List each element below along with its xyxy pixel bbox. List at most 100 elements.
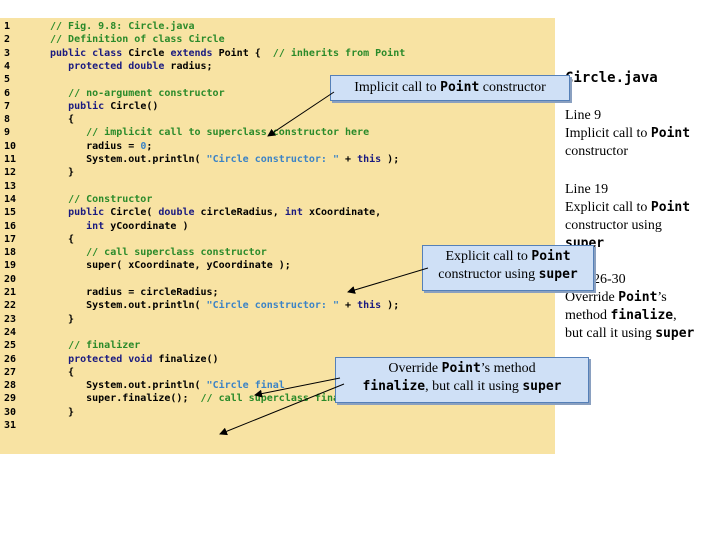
code-token: int [86, 220, 111, 232]
code-token: { [50, 114, 75, 126]
code-text: int yCoordinate ) [50, 220, 188, 233]
callout-explicit-call: Explicit call to Point constructor using… [422, 245, 594, 291]
arrow-explicit [347, 267, 429, 294]
code-line: 16 int yCoordinate ) [0, 220, 555, 233]
line-number: 2 [4, 34, 11, 46]
code-text: { [50, 113, 74, 126]
code-token: Circle() [110, 100, 159, 112]
code-token: // Constructor [68, 193, 153, 205]
code-text: radius = 0; [50, 140, 152, 153]
code-line: 8 { [0, 113, 555, 126]
code-text: // no-argument constructor [50, 87, 225, 100]
code-text: { [50, 366, 74, 379]
code-line: 22 System.out.println( "Circle construct… [0, 299, 555, 312]
arrow-override-1 [254, 377, 341, 398]
code-token: System.out.println( [50, 300, 207, 312]
code-token: public [68, 207, 111, 219]
code-token: "Circle constructor: " [206, 300, 339, 312]
code-token: super.finalize(); [50, 393, 201, 405]
code-token: ); [381, 154, 400, 165]
line-number: 20 [4, 273, 17, 285]
code-line: 20 [0, 273, 555, 286]
note-line9: Line 9 Implicit call to Point constructo… [565, 108, 691, 159]
line-number: 4 [4, 60, 11, 72]
line-number: 9 [4, 127, 11, 139]
code-token: Point { [218, 47, 273, 59]
code-line: 19 super( xCoordinate, yCoordinate ); [0, 259, 555, 272]
line-number: 3 [4, 47, 11, 59]
callout-override-finalize: Override Point’s method finalize, but ca… [335, 357, 589, 403]
code-text: // Fig. 9.8: Circle.java [50, 20, 195, 33]
code-token: { [50, 366, 75, 378]
note-line26: 26-30 Override Point’s method finalize, … [565, 272, 695, 341]
code-token: public [68, 100, 111, 112]
line-number: 28 [4, 380, 17, 392]
code-line: 3 public class Circle extends Point { // … [0, 47, 555, 60]
line-number: 26 [4, 353, 17, 365]
code-text: public Circle( double circleRadius, int … [50, 206, 381, 219]
code-token: System.out.println( [50, 154, 207, 165]
code-token: int [284, 207, 309, 219]
line-number: 31 [4, 420, 17, 431]
code-line: 24 [0, 326, 555, 339]
line-number: 8 [4, 114, 11, 126]
line-number: 24 [4, 326, 17, 338]
code-text: // implicit call to superclass construct… [50, 126, 369, 139]
code-line: 18 // call superclass constructor [0, 246, 555, 259]
code-text: } [50, 406, 74, 419]
code-text: protected double radius; [50, 60, 213, 73]
code-token: // Fig. 9.8: Circle.java [50, 21, 195, 32]
line-number: 21 [4, 287, 17, 298]
code-token: // call superclass constructor [86, 247, 267, 259]
line-number: 25 [4, 340, 17, 352]
code-line: 1// Fig. 9.8: Circle.java [0, 20, 555, 33]
code-line: 14 // Constructor [0, 193, 555, 206]
code-token: } [50, 406, 75, 418]
code-token: 0 [140, 140, 147, 152]
code-text: } [50, 166, 74, 179]
code-line: 6 // no-argument constructor [0, 87, 555, 100]
code-line: 21 radius = circleRadius; [0, 286, 555, 299]
code-line: 7 public Circle() [0, 100, 555, 113]
code-token: double [158, 207, 201, 219]
code-token: "Circle constructor: " [206, 154, 339, 165]
code-token: protected double [68, 60, 171, 72]
code-line: 5 [0, 73, 555, 86]
line-number: 18 [4, 247, 17, 259]
code-text: public Circle() [50, 100, 158, 113]
code-token: extends [170, 47, 219, 59]
line-number: 29 [4, 393, 17, 405]
line-number: 12 [4, 167, 17, 179]
line-number: 7 [4, 100, 11, 112]
code-token: radius = circleRadius; [50, 287, 219, 298]
code-text: radius = circleRadius; [50, 286, 219, 299]
code-line: 28 System.out.println( "Circle final [0, 379, 555, 392]
code-token: ; [146, 140, 153, 152]
code-token: + [339, 300, 358, 312]
code-line: 27 { [0, 366, 555, 379]
line-number: 17 [4, 233, 17, 245]
code-text: // Definition of class Circle [50, 33, 225, 46]
code-token: { [50, 233, 75, 245]
code-token: System.out.println( [50, 380, 207, 392]
line-number: 30 [4, 406, 17, 418]
line-number: 14 [4, 193, 17, 205]
line-number: 15 [4, 207, 17, 219]
code-text: public class Circle extends Point { // i… [50, 47, 405, 60]
arrow-implicit [267, 91, 335, 137]
code-token: Circle( [110, 207, 159, 219]
code-token: // inherits from Point [272, 47, 406, 59]
code-line: 23 } [0, 313, 555, 326]
code-text: } [50, 313, 74, 326]
code-text: // Constructor [50, 193, 152, 206]
code-line: 12 } [0, 166, 555, 179]
line-number: 11 [4, 154, 17, 165]
code-text: // call superclass constructor [50, 246, 267, 259]
code-line: 2 // Definition of class Circle [0, 33, 555, 46]
code-text: System.out.println( "Circle constructor:… [50, 299, 399, 312]
code-text: // finalizer [50, 339, 140, 352]
code-token: + [339, 154, 358, 165]
code-text: System.out.println( "Circle constructor:… [50, 153, 399, 166]
code-text: super( xCoordinate, yCoordinate ); [50, 259, 291, 272]
callout-implicit-call: Implicit call to Point constructor [330, 75, 570, 101]
